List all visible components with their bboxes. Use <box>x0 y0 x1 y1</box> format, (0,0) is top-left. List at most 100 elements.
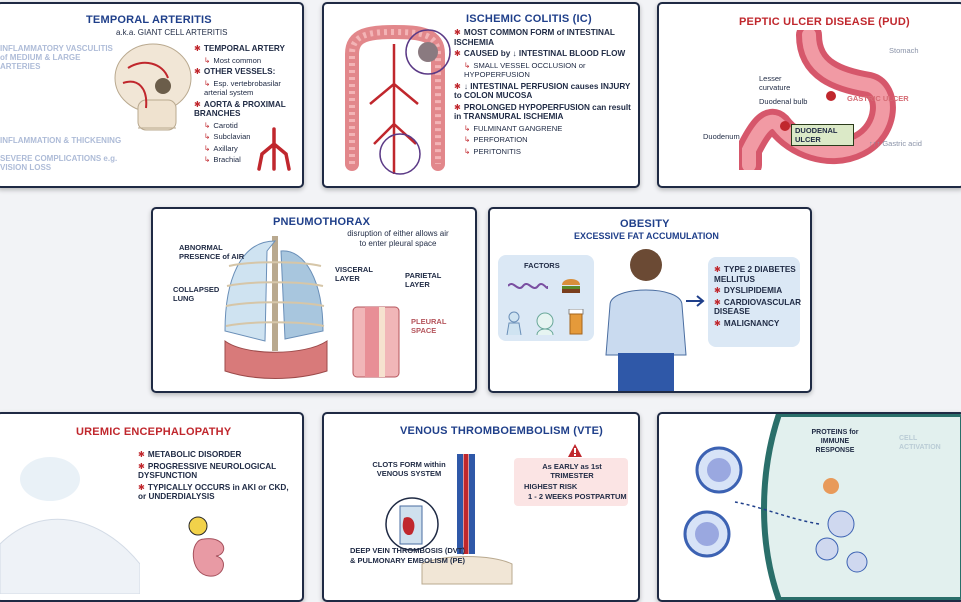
card-title: PNEUMOTHORAX <box>273 216 371 228</box>
bullet-icon: ✱ <box>714 265 721 274</box>
card-title: ISCHEMIC COLITIS (IC) <box>466 13 592 25</box>
label-visceral-layer: VISCERAL LAYER <box>335 265 373 283</box>
bullet-icon: ✱ <box>194 99 201 109</box>
label-pleural-space: PLEURAL SPACE <box>411 317 447 335</box>
bullet-icon: ✱ <box>714 286 721 295</box>
list-item-text: Axillary <box>213 143 238 153</box>
card-title: VENOUS THROMBOEMBOLISM (VTE) <box>400 425 603 437</box>
card-title: TEMPORAL ARTERITIS <box>86 14 212 26</box>
ischemic-list: ✱MOST COMMON FORM of INTESTINAL ISCHEMIA… <box>454 28 634 158</box>
sub-arrow-icon: ↳ <box>464 146 471 156</box>
bullet-icon: ✱ <box>454 49 461 58</box>
label-clots-form: CLOTS FORM within VENOUS SYSTEM <box>372 460 446 478</box>
list-item: ↳PERFORATION <box>454 135 634 145</box>
stomach-illustration <box>739 30 896 170</box>
list-item: ↳Esp. vertebrobasilar arterial system <box>194 79 298 98</box>
label-stomach: Stomach <box>889 46 919 55</box>
card-uremic-encephalopathy[interactable]: UREMIC ENCEPHALOPATHY ✱METABOLIC DISORDE… <box>0 412 304 602</box>
list-item-text: PROLONGED HYPOPERFUSION can result in TR… <box>454 102 631 122</box>
list-item-text: MALIGNANCY <box>723 318 780 328</box>
card-temporal-arteritis[interactable]: INFLAMMATORY VASCULITIS of MEDIUM & LARG… <box>0 2 304 188</box>
baby-icon <box>536 312 554 335</box>
card-peptic-ulcer[interactable]: PEPTIC ULCER DISEASE (PUD) Stomach Lesse… <box>657 2 961 188</box>
label-dvt: DEEP VEIN THROMBOSIS (DVT) <box>350 546 465 555</box>
kidney-illustration <box>188 516 225 577</box>
bullet-icon: ✱ <box>714 297 721 307</box>
label-postpartum: 1 - 2 WEEKS POSTPARTUM <box>528 492 627 501</box>
list-item-text: CARDIOVASCULAR DISEASE <box>714 297 802 317</box>
label-cell-activation: CELL ACTIVATION <box>899 435 941 451</box>
sub-arrow-icon: ↳ <box>204 155 211 164</box>
label-gastric-ulcer: GASTRIC ULCER <box>847 94 909 103</box>
bullet-icon: ✱ <box>454 28 461 37</box>
uremic-list: ✱METABOLIC DISORDER✱PROGRESSIVE NEUROLOG… <box>138 450 298 504</box>
side-bottom-text-1: INFLAMMATION & THICKENING <box>0 136 122 145</box>
list-item-text: Esp. vertebrobasilar arterial system <box>204 78 281 98</box>
card-obesity[interactable]: OBESITY EXCESSIVE FAT ACCUMULATION FACTO… <box>488 207 812 393</box>
list-item-text: PROGRESSIVE NEUROLOGICAL DYSFUNCTION <box>138 461 277 481</box>
list-item: ✱METABOLIC DISORDER <box>138 450 298 460</box>
card-pneumothorax[interactable]: PNEUMOTHORAX disruption of either allows… <box>151 207 477 393</box>
pleura-layers-illustration <box>352 306 400 378</box>
list-item: ↳Most common <box>194 56 298 66</box>
bullet-icon: ✱ <box>194 67 201 76</box>
sub-arrow-icon: ↳ <box>204 143 211 153</box>
list-item: ↳SMALL VESSEL OCCLUSION or HYPOPERFUSION <box>454 61 634 80</box>
sub-arrow-icon: ↳ <box>464 60 471 70</box>
complications-box: ✱TYPE 2 DIABETES MELLITUS✱DYSLIPIDEMIA✱C… <box>708 257 802 347</box>
label-duodenal-ulcer: DUODENAL ULCER <box>791 124 854 146</box>
bullet-icon: ✱ <box>138 482 145 492</box>
factors-label: FACTORS <box>524 261 560 270</box>
label-abnormal-air: ABNORMAL PRESENCE of AIR <box>179 243 245 261</box>
card-subtitle: EXCESSIVE FAT ACCUMULATION <box>574 231 719 241</box>
list-item: ✱AORTA & PROXIMAL BRANCHES <box>194 100 298 119</box>
list-item: ✱DYSLIPIDEMIA <box>714 286 798 296</box>
side-top-text: INFLAMMATORY VASCULITIS of MEDIUM & LARG… <box>0 44 113 71</box>
list-item: ✱TYPICALLY OCCURS in AKI or CKD, or UNDE… <box>138 483 298 502</box>
sub-arrow-icon: ↳ <box>204 55 211 65</box>
card-ischemic-colitis[interactable]: ISCHEMIC COLITIS (IC) ✱MOST COMMON FORM … <box>322 2 640 188</box>
list-item-text: FULMINANT GANGRENE <box>473 123 563 133</box>
thorax-illustration <box>224 236 328 379</box>
label-early-trimester: As EARLY as 1st TRIMESTER <box>542 462 602 480</box>
list-item-text: TEMPORAL ARTERY <box>203 44 285 53</box>
card-title: UREMIC ENCEPHALOPATHY <box>76 426 232 438</box>
list-item-text: AORTA & PROXIMAL BRANCHES <box>194 99 286 119</box>
list-item-text: CAUSED by ↓ INTESTINAL BLOOD FLOW <box>463 49 626 58</box>
warning-icon <box>568 444 582 457</box>
list-item-text: METABOLIC DISORDER <box>147 450 242 459</box>
arrow-icon <box>686 295 705 307</box>
list-item: ✱CAUSED by ↓ INTESTINAL BLOOD FLOW <box>454 49 634 59</box>
list-item: ✱↓ INTESTINAL PERFUSION causes INJURY to… <box>454 82 634 101</box>
list-item: ✱PROGRESSIVE NEUROLOGICAL DYSFUNCTION <box>138 462 298 481</box>
pleural-note: disruption of either allows air to enter… <box>347 229 449 248</box>
bullet-icon: ✱ <box>138 461 145 471</box>
list-item-text: DYSLIPIDEMIA <box>723 286 783 295</box>
bullet-icon: ✱ <box>194 44 201 53</box>
list-item: ↳Axillary <box>194 144 298 154</box>
card-immune-response[interactable]: PROTEINS for IMMUNE RESPONSE CELL ACTIVA… <box>657 412 961 602</box>
side-bottom-text-2: SEVERE COMPLICATIONS e.g. VISION LOSS <box>0 154 118 172</box>
colon-illustration <box>345 24 451 175</box>
sub-arrow-icon: ↳ <box>464 123 471 133</box>
label-proteins: PROTEINS for IMMUNE RESPONSE <box>811 429 859 454</box>
list-item: ↳Brachial <box>194 155 298 165</box>
sub-arrow-icon: ↳ <box>204 132 211 141</box>
person-illustration <box>605 249 687 391</box>
list-item: ✱TYPE 2 DIABETES MELLITUS <box>714 265 798 284</box>
list-item: ✱PROLONGED HYPOPERFUSION can result in T… <box>454 103 634 122</box>
sub-arrow-icon: ↳ <box>204 120 211 130</box>
bullet-icon: ✱ <box>714 318 721 328</box>
card-venous-thromboembolism[interactable]: VENOUS THROMBOEMBOLISM (VTE) CLOTS FORM … <box>322 412 640 602</box>
elderly-icon <box>506 311 522 335</box>
list-item: ↳FULMINANT GANGRENE <box>454 124 634 134</box>
label-parietal-layer: PARIETAL LAYER <box>405 271 442 289</box>
cell-illustration <box>683 414 961 600</box>
label-gastric-acid: ↑↑↑ Gastric acid <box>869 139 922 148</box>
list-item: ✱MALIGNANCY <box>714 319 798 329</box>
list-item-text: MOST COMMON FORM of INTESTINAL ISCHEMIA <box>454 28 615 47</box>
list-item: ✱CARDIOVASCULAR DISEASE <box>714 297 802 317</box>
list-item-text: SMALL VESSEL OCCLUSION or HYPOPERFUSION <box>464 60 586 80</box>
bullet-icon: ✱ <box>454 102 461 112</box>
list-item-text: ↓ INTESTINAL PERFUSION causes INJURY to … <box>454 81 631 101</box>
